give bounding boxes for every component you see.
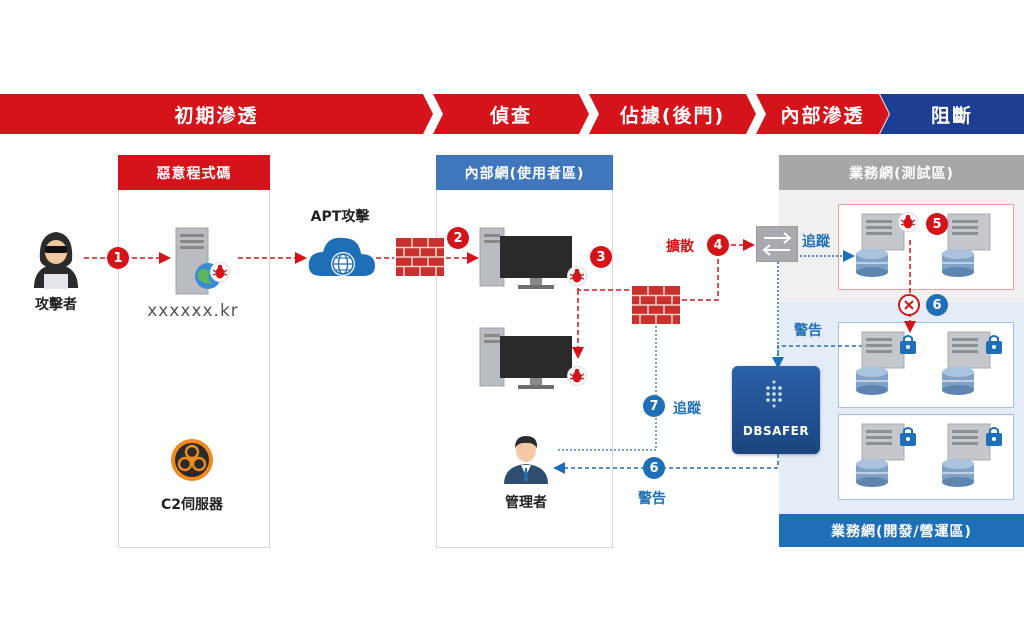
db-server-icon	[854, 210, 910, 280]
test-header-text: 業務網(測試區)	[849, 165, 954, 182]
db-server-icon	[854, 328, 910, 398]
server-icon	[175, 227, 221, 295]
phase-label: 佔據(後門)	[619, 104, 726, 127]
db-server-icon	[854, 420, 910, 490]
alert-label-top: 警告	[794, 323, 822, 339]
dbsafer-appliance: DBSAFER	[732, 366, 820, 454]
malware-header-text: 惡意程式碼	[156, 165, 232, 182]
malware-server	[168, 226, 238, 298]
attacker-figure	[26, 228, 86, 290]
phase-label: 初期滲透	[174, 104, 259, 127]
pc-icon	[478, 226, 574, 290]
phase-label: 偵查	[489, 104, 532, 127]
trace-line-bottom	[556, 318, 657, 451]
bug-icon	[567, 266, 587, 286]
ops-zone-header: 業務網(開發/營運區)	[779, 514, 1024, 547]
trace-label-top: 追蹤	[802, 234, 830, 250]
hacker-icon	[34, 232, 78, 289]
malware-panel-header: 惡意程式碼	[118, 155, 270, 190]
block-x-icon	[898, 294, 920, 316]
phase-label: 阻斷	[930, 104, 973, 127]
attack-line-4	[682, 239, 755, 301]
phase-occupation: 佔據(後門)	[589, 94, 756, 134]
bug-icon	[898, 212, 918, 232]
phase-initial-infiltration: 初期滲透	[0, 94, 433, 134]
phase-block: 阻斷	[880, 94, 1024, 134]
db-server-icon	[940, 328, 996, 398]
test-zone-header: 業務網(測試區)	[779, 155, 1024, 190]
attacker-label: 攻擊者	[35, 297, 77, 313]
step-badge-2: 2	[447, 227, 469, 249]
lock-icon	[986, 426, 1002, 446]
phase-reconnaissance: 偵查	[433, 94, 589, 134]
trace-label-bottom: 追蹤	[673, 401, 701, 417]
bug-icon	[567, 366, 587, 386]
step-badge-6-bottom: 6	[643, 457, 665, 479]
step-badge-6-top: 6	[926, 294, 948, 316]
lock-icon	[900, 334, 916, 354]
malware-panel	[118, 155, 270, 548]
step-badge-4: 4	[707, 234, 729, 256]
apt-label: APT攻擊	[310, 209, 370, 225]
step-badge-1: 1	[107, 247, 129, 269]
phase-internal-infiltration: 內部滲透	[756, 94, 889, 134]
phase-label: 內部滲透	[780, 104, 865, 127]
ops-header-text: 業務網(開發/營運區)	[831, 523, 972, 540]
cloud-icon	[305, 230, 379, 286]
internal-panel-header: 內部網(使用者區)	[436, 155, 613, 190]
lock-icon	[900, 426, 916, 446]
administrator-label: 管理者	[505, 495, 547, 511]
dbsafer-logo-icon	[766, 380, 782, 408]
dbsafer-label: DBSAFER	[742, 424, 810, 438]
lock-icon	[986, 334, 1002, 354]
step-badge-3: 3	[590, 246, 612, 268]
step-badge-7: 7	[643, 395, 665, 417]
db-server-icon	[940, 210, 996, 280]
firewall-icon	[632, 286, 680, 324]
step-badge-5: 5	[926, 213, 948, 235]
spread-label: 擴散	[666, 239, 694, 255]
pc-icon	[478, 326, 574, 390]
firewall-icon	[396, 238, 444, 276]
bug-icon	[210, 262, 230, 282]
alert-label-bottom: 警告	[638, 491, 666, 507]
administrator-icon	[500, 432, 552, 484]
c2-server-label: C2伺服器	[160, 497, 223, 513]
alert-line-bottom	[553, 454, 779, 474]
switch-icon	[755, 225, 799, 263]
db-server-icon	[940, 420, 996, 490]
server-domain-label: xxxxxx.kr	[147, 301, 239, 321]
biohazard-icon	[170, 438, 214, 482]
internal-header-text: 內部網(使用者區)	[464, 165, 585, 182]
